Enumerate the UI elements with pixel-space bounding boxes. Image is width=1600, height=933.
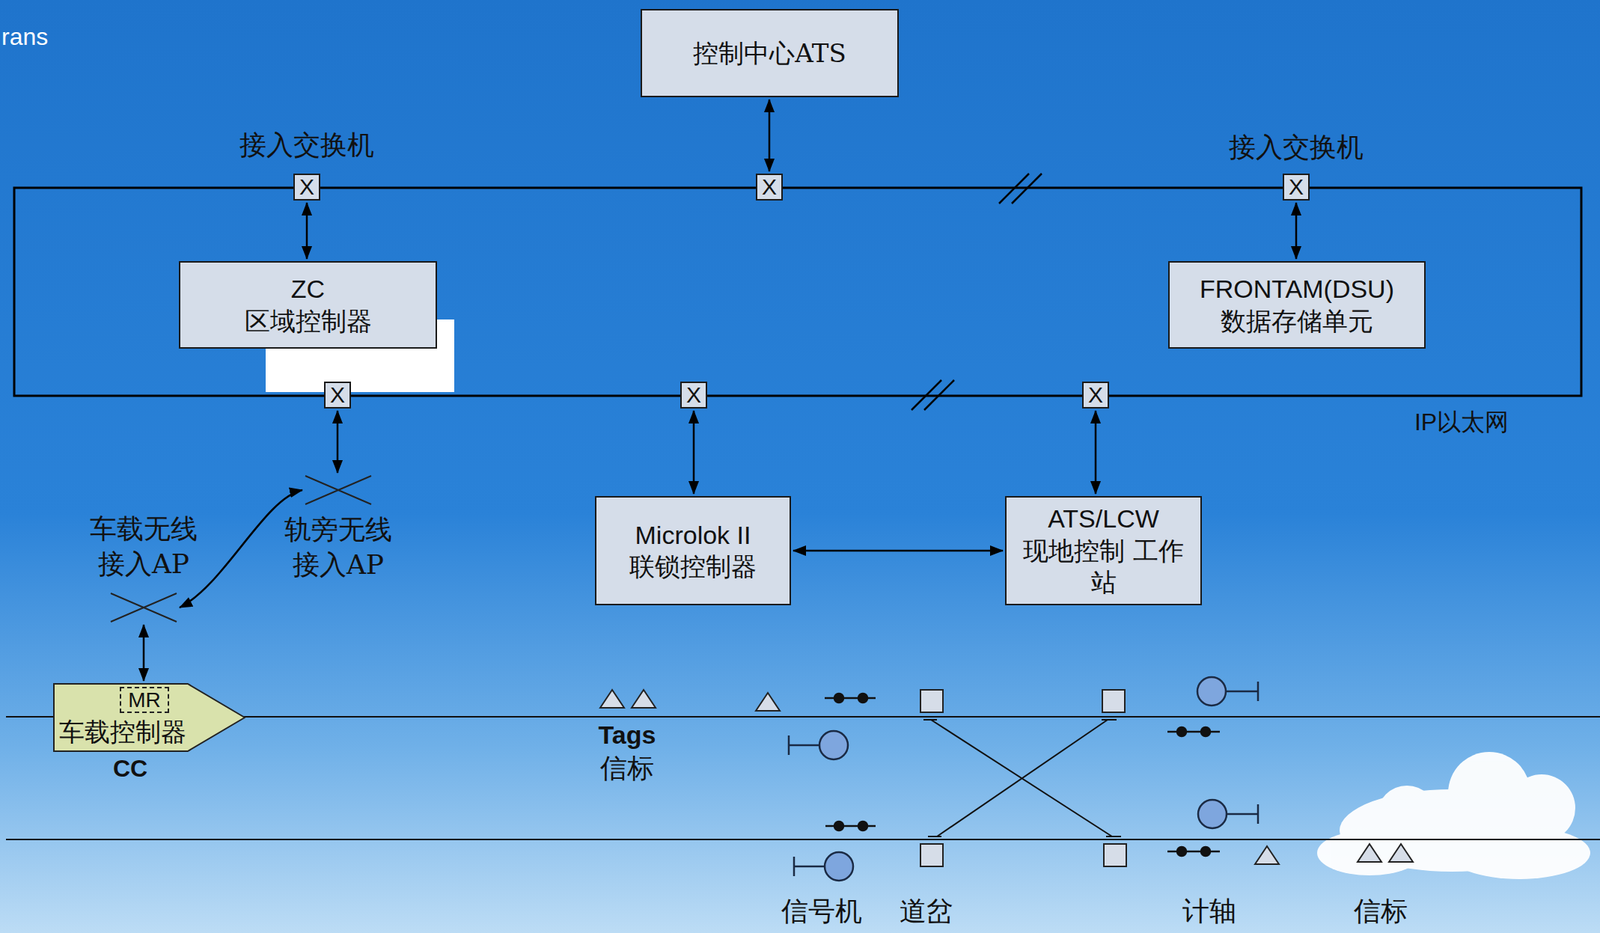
node-text: X xyxy=(1288,175,1304,199)
node-text: X xyxy=(1088,383,1104,407)
vehicle-ap: 车载无线 接入AP xyxy=(110,592,178,623)
text-label: rans xyxy=(1,22,48,51)
text-label: Tags xyxy=(598,719,657,751)
switch-box: X xyxy=(324,381,351,409)
text-label: IP以太网 xyxy=(1414,407,1509,437)
node-text: ATS/LCW xyxy=(1047,502,1160,536)
text-label: 信标 xyxy=(1353,895,1408,928)
antenna-symbol xyxy=(110,592,178,623)
node-text: X xyxy=(330,383,345,407)
connector xyxy=(306,202,309,259)
switch-box: X xyxy=(1282,173,1310,201)
ip-ring xyxy=(14,187,1582,396)
rails xyxy=(5,716,1600,840)
node-text: 联锁控制器 xyxy=(629,550,757,583)
trackside-ap: 轨旁无线 接入AP xyxy=(304,475,372,506)
break-marks xyxy=(911,173,1042,411)
text-label: 道岔 xyxy=(899,895,954,928)
node-text: 区域控制器 xyxy=(244,305,372,338)
switch-box: X xyxy=(755,173,783,201)
antenna-symbol xyxy=(304,475,372,506)
signals xyxy=(788,677,1258,881)
node-text: 现地控制 工作站 xyxy=(1015,535,1192,599)
outline xyxy=(305,475,372,505)
connector xyxy=(142,624,146,682)
outline xyxy=(53,684,245,752)
switch-box: X xyxy=(1082,381,1110,409)
cloud xyxy=(1317,752,1591,880)
beacons xyxy=(600,689,1413,865)
axle-counters xyxy=(824,693,1220,857)
node-text: 控制中心ATS xyxy=(692,37,847,70)
node-text: X xyxy=(761,175,777,199)
node-text: 轨旁无线 接入AP xyxy=(278,512,399,583)
node-text: X xyxy=(299,175,315,199)
ats-box: 控制中心ATS xyxy=(640,8,899,98)
node-text: X xyxy=(686,383,702,407)
text-label: 接入交换机 xyxy=(239,128,375,161)
text-label: 接入交换机 xyxy=(1228,130,1364,164)
connector xyxy=(768,99,771,172)
connector xyxy=(179,490,303,608)
connector xyxy=(1094,410,1098,494)
connector xyxy=(692,410,696,494)
mr-box: MR xyxy=(119,686,170,714)
text-label: 计轴 xyxy=(1182,895,1237,928)
connector xyxy=(336,410,340,473)
lcw-box: ATS/LCW现地控制 工作站 xyxy=(1005,496,1202,606)
node-text: ZC xyxy=(291,273,325,306)
node-text: 数据存储单元 xyxy=(1220,305,1374,338)
connector xyxy=(793,550,1003,553)
connector xyxy=(1295,202,1298,259)
interlocking-box: Microlok II联锁控制器 xyxy=(594,496,792,606)
node-text: 车载无线 接入AP xyxy=(83,511,204,583)
node-text: 车载控制器 xyxy=(59,716,187,749)
node-text: CC xyxy=(113,753,148,784)
switch-points xyxy=(920,689,1127,867)
dsu-box: FRONTAM(DSU)数据存储单元 xyxy=(1168,261,1426,349)
switch-box: X xyxy=(680,381,708,409)
text-label: 信标 xyxy=(600,752,655,785)
switch-box: X xyxy=(293,173,321,201)
zc-box: ZC区域控制器 xyxy=(178,261,438,349)
node-text: Microlok II xyxy=(635,519,752,552)
node-text: FRONTAM(DSU) xyxy=(1199,273,1395,306)
onboard-controller: 车载控制器CCMR xyxy=(53,683,246,753)
outline xyxy=(110,593,177,622)
node-text: MR xyxy=(127,689,161,711)
text-label: 信号机 xyxy=(781,895,863,928)
